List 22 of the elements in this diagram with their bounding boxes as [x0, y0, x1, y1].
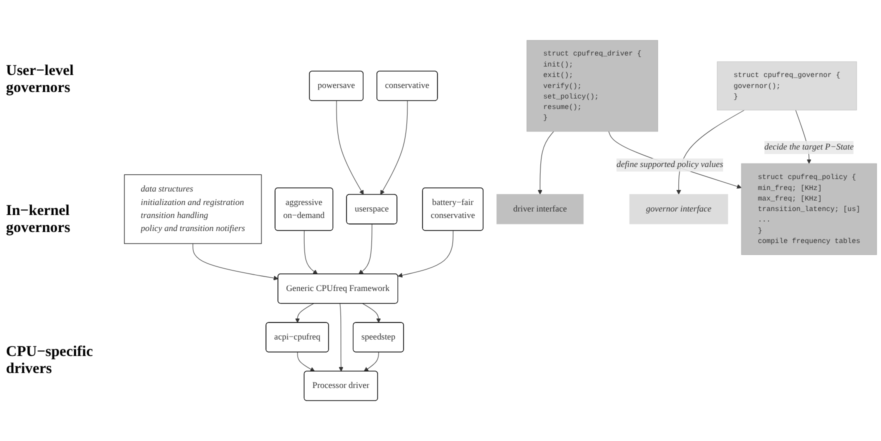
arrow	[380, 100, 408, 195]
arrow	[338, 303, 344, 372]
arrow	[297, 352, 315, 372]
arrow	[398, 230, 454, 278]
level-label: CPU−specific drivers	[6, 344, 94, 378]
arrow	[295, 303, 314, 323]
node-box: data structures initialization and registration transition handling policy and transition notifiers	[124, 174, 262, 244]
arrow	[336, 100, 364, 195]
level-label: In−kernel governors	[6, 203, 72, 238]
node-box: governor interface	[629, 194, 728, 224]
arrow	[304, 230, 318, 274]
arrow	[362, 303, 381, 323]
level-label: User−level governors	[6, 63, 75, 98]
edge-label: decide the target P−State	[764, 142, 854, 152]
edge-label: define supported policy values	[616, 160, 724, 170]
node-box: driver interface	[496, 194, 584, 224]
arrow	[676, 110, 745, 195]
arrow	[364, 352, 379, 372]
arrow	[192, 243, 278, 280]
arrow	[538, 131, 554, 195]
arrow	[608, 131, 742, 189]
arrow	[358, 224, 372, 274]
